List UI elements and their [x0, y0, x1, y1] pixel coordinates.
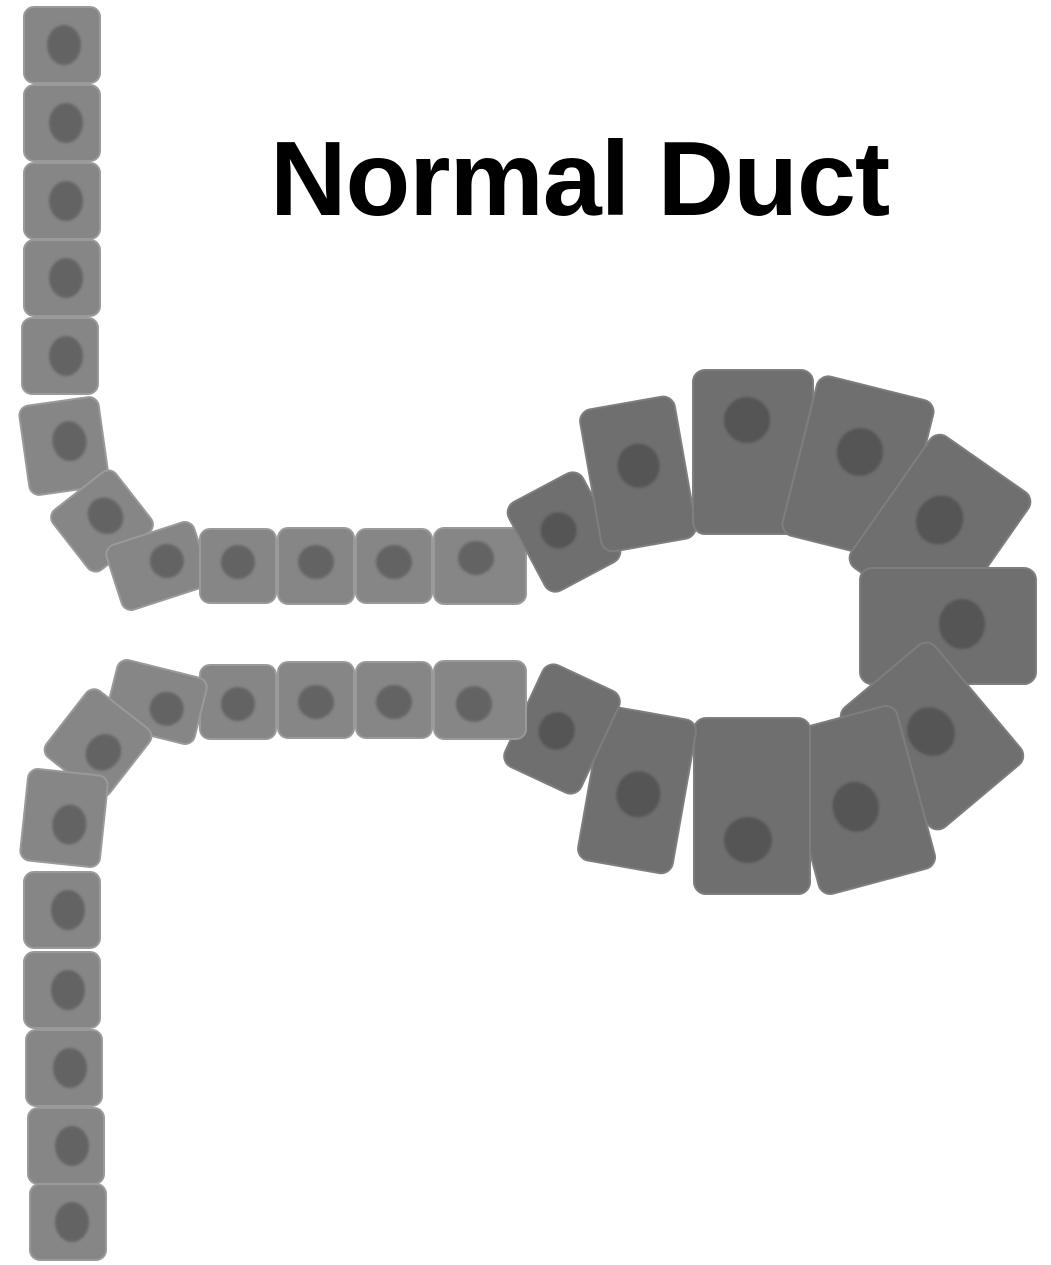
duct-cell-top-2: [24, 85, 100, 161]
duct-cell-top-5: [22, 318, 98, 394]
cell-nucleus: [724, 397, 770, 443]
duct-cell-bot-5: [28, 1108, 104, 1184]
duct-cell-row-2: [278, 528, 354, 604]
cell-nucleus: [376, 545, 412, 579]
cell-nucleus: [49, 336, 83, 376]
cell-nucleus: [939, 599, 985, 649]
duct-cell-row-6: [356, 662, 432, 738]
cell-nucleus: [49, 258, 83, 298]
duct-cell-row-8: [200, 665, 276, 739]
duct-cell-top-4: [24, 240, 100, 316]
cell-nucleus: [456, 686, 492, 722]
cell-nucleus: [51, 890, 85, 930]
duct-cell-bot-1: [19, 768, 108, 868]
duct-cell-bot-2: [24, 872, 100, 948]
cell-nucleus: [47, 25, 81, 65]
bud-cell-9: [694, 718, 810, 894]
epithelial-cell-layer: [18, 7, 1036, 1260]
cell-nucleus: [376, 685, 412, 719]
cell-nucleus: [724, 817, 772, 863]
duct-cell-bot-6: [30, 1184, 106, 1260]
cell-body: [694, 718, 810, 894]
cell-nucleus: [55, 1126, 89, 1166]
cell-nucleus: [298, 685, 334, 719]
duct-cell-top-1: [24, 7, 100, 83]
duct-cell-row-4: [434, 528, 526, 604]
cell-nucleus: [221, 545, 255, 579]
duct-cell-row-7: [278, 662, 354, 738]
duct-cell-bot-4: [26, 1030, 102, 1106]
cell-nucleus: [221, 687, 255, 721]
duct-cell-row-3: [356, 529, 432, 603]
cell-nucleus: [53, 1048, 87, 1088]
cell-nucleus: [49, 181, 83, 221]
cell-nucleus: [51, 970, 85, 1010]
cell-nucleus: [49, 103, 83, 143]
cell-nucleus: [55, 1202, 89, 1242]
cell-nucleus: [298, 545, 334, 579]
cell-nucleus: [458, 541, 494, 575]
duct-cell-row-1: [200, 529, 276, 603]
duct-cell-row-5: [434, 661, 526, 739]
duct-cell-bot-3: [24, 952, 100, 1028]
duct-cell-top-3: [24, 163, 100, 239]
